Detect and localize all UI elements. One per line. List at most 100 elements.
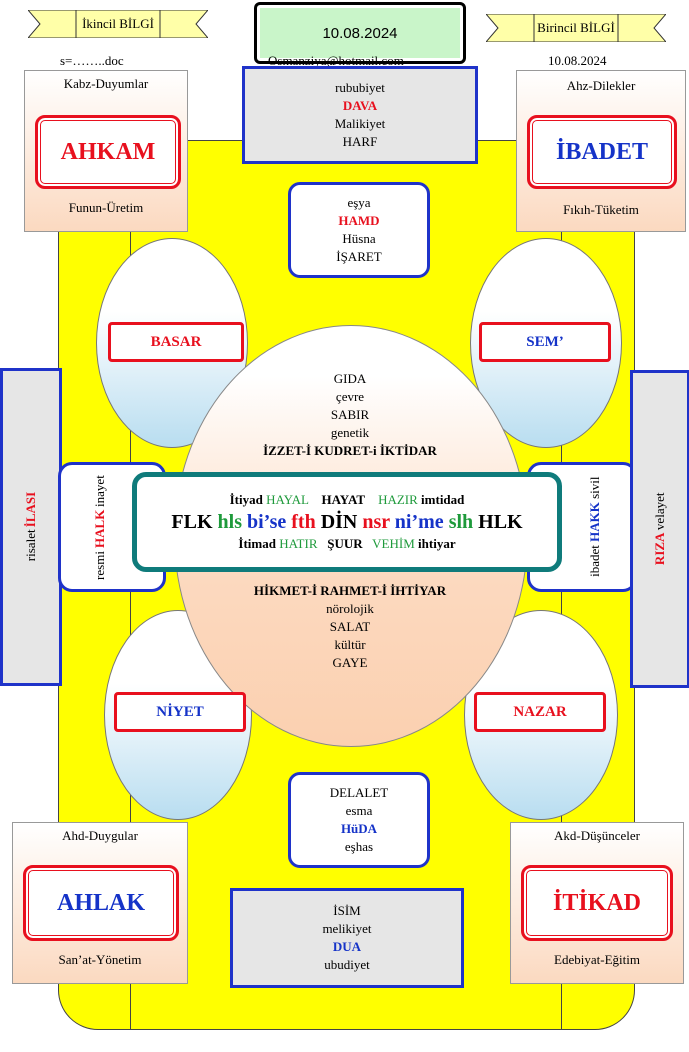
corner-bottom-left-top: Ahd-Duygular xyxy=(62,828,138,843)
center-row-3: İtimad HATIR ŞUUR VEHİM ihtiyar xyxy=(238,535,455,553)
top-rounded-l1: eşya xyxy=(347,195,371,210)
corner-top-right-top: Ahz-Dilekler xyxy=(566,78,636,93)
big-oval-top-2: çevre xyxy=(335,389,365,404)
center-r2-g: ni’me xyxy=(394,511,444,533)
bottom-rounded-l1: DELALET xyxy=(329,785,389,800)
left-inner-text: resmi HALK inayet xyxy=(91,475,109,580)
center-r2-f: nsr xyxy=(362,511,390,533)
top-gray-l1: rububiyet xyxy=(335,80,385,95)
center-r2-c: bi’se xyxy=(246,511,287,533)
corner-bottom-right: Akd-Düşünceler İTİKAD Edebiyat-Eğitim xyxy=(510,822,684,984)
bottom-gray-l3: DUA xyxy=(332,939,362,954)
corner-top-left-bottom: Funun-Üretim xyxy=(68,200,144,215)
big-oval-bottom-2: SALAT xyxy=(329,619,371,634)
right-inner-1: ibadet xyxy=(587,545,602,577)
center-r3-c: ŞUUR xyxy=(327,536,363,551)
email: Osmanziya@hotmail.com xyxy=(268,53,404,68)
center-r2-b: hls xyxy=(217,511,242,533)
center-row-2: FLK hls bi’se fth DİN nsr ni’me slh HLK xyxy=(171,509,522,535)
corner-top-left-top: Kabz-Duyumlar xyxy=(63,76,149,91)
big-oval-bottom-4: GAYE xyxy=(332,655,368,670)
top-gray-l4: HARF xyxy=(342,134,378,149)
center-r1-c: HAYAT xyxy=(321,492,366,507)
corner-bottom-right-top: Akd-Düşünceler xyxy=(554,828,640,843)
badge-ahkam-text: AHKAM xyxy=(60,138,156,165)
corner-bottom-left: Ahd-Duygular AHLAK San’at-Yönetim xyxy=(12,822,188,984)
right-outer-text: RIZA velayet xyxy=(651,493,669,565)
top-rounded-l3: Hüsna xyxy=(342,231,376,246)
left-inner-1: resmi xyxy=(92,550,107,580)
top-gray-box: rububiyet DAVA Malikiyet HARF xyxy=(242,66,478,164)
right-inner-3: sivil xyxy=(587,477,602,500)
top-rounded-box: eşya HAMD Hüsna İŞARET xyxy=(288,182,430,278)
date-box: 10.08.2024 xyxy=(254,2,466,64)
badge-ahlak-text: AHLAK xyxy=(56,889,145,916)
big-oval-bottom-1: nörolojik xyxy=(326,601,374,616)
center-r1-a: İtiyad xyxy=(229,492,263,507)
big-oval-top-3: SABIR xyxy=(330,407,370,422)
center-r3-d: VEHİM xyxy=(372,536,415,551)
corner-bottom-right-bottom: Edebiyat-Eğitim xyxy=(554,952,640,967)
center-r2-d: fth xyxy=(291,511,316,533)
right-outer-box: RIZA velayet xyxy=(630,370,689,688)
badge-ahlak: AHLAK xyxy=(23,865,179,941)
bottom-gray-l1: İSİM xyxy=(333,903,361,918)
top-rounded-l4: İŞARET xyxy=(336,249,382,264)
bottom-rounded-l2: esma xyxy=(345,803,373,818)
right-ribbon-shape xyxy=(486,14,666,42)
left-inner-2: HALK xyxy=(92,509,107,548)
center-r2-i: HLK xyxy=(478,511,523,533)
left-outer-box: risalet İLASI xyxy=(0,368,62,686)
badge-ibadet: İBADET xyxy=(527,115,677,189)
bottom-rounded-l4: eşhas xyxy=(344,839,374,854)
right-ribbon-text: Birincil BİLGİ xyxy=(537,20,615,35)
big-oval-bottom-title: HİKMET-İ RAHMET-İ İHTİYAR xyxy=(253,583,447,598)
center-box: İtiyad HAYAL HAYAT HAZIR imtidad FLK hls… xyxy=(132,472,562,572)
big-oval-top-text: GIDA çevre SABIR genetik İZZET-İ KUDRET-… xyxy=(200,370,500,460)
top-rounded-l2: HAMD xyxy=(338,213,380,228)
corner-top-left: Kabz-Duyumlar AHKAM Funun-Üretim xyxy=(24,70,188,232)
top-gray-l2: DAVA xyxy=(342,98,378,113)
left-ribbon-shape xyxy=(28,10,208,38)
big-oval-bottom-3: kültür xyxy=(334,637,366,652)
label-sem: SEM’ xyxy=(479,322,611,362)
corner-bottom-left-bottom: San’at-Yönetim xyxy=(58,952,142,967)
label-nazar: NAZAR xyxy=(474,692,606,732)
badge-itikad-text: İTİKAD xyxy=(552,889,642,916)
badge-ibadet-text: İBADET xyxy=(555,138,649,165)
center-r3-a: İtimad xyxy=(238,536,276,551)
center-r2-a: FLK xyxy=(171,511,213,533)
top-gray-l3: Malikiyet xyxy=(334,116,386,131)
corner-top-right: Ahz-Dilekler İBADET Fıkıh-Tüketim xyxy=(516,70,686,232)
big-oval-top-1: GIDA xyxy=(333,371,367,386)
right-outer-1: RIZA xyxy=(652,532,667,566)
center-r2-h: slh xyxy=(448,511,474,533)
right-ribbon: Birincil BİLGİ xyxy=(486,14,666,42)
center-r3-b: HATIR xyxy=(279,536,318,551)
left-inner-3: inayet xyxy=(92,474,107,507)
left-outer-text: risalet İLASI xyxy=(22,492,40,561)
center-r1-e: imtidad xyxy=(421,492,465,507)
center-r2-e: DİN xyxy=(320,511,358,533)
corner-top-right-bottom: Fıkıh-Tüketim xyxy=(563,202,639,217)
big-oval-top-4: genetik xyxy=(330,425,370,440)
left-ribbon-text: İkincil BİLGİ xyxy=(82,16,154,31)
bottom-gray-l4: ubudiyet xyxy=(324,957,370,972)
badge-ahkam: AHKAM xyxy=(35,115,181,189)
big-oval-bottom-text: HİKMET-İ RAHMET-İ İHTİYAR nörolojik SALA… xyxy=(200,582,500,672)
right-date: 10.08.2024 xyxy=(548,53,607,68)
bottom-gray-box: İSİM melikiyet DUA ubudiyet xyxy=(230,888,464,988)
date-box-text: 10.08.2024 xyxy=(322,24,398,42)
left-note: s=……..doc xyxy=(60,53,124,68)
badge-itikad: İTİKAD xyxy=(521,865,673,941)
right-inner-2: HAKK xyxy=(587,502,602,543)
right-outer-2: velayet xyxy=(652,492,667,531)
left-ribbon: İkincil BİLGİ xyxy=(28,10,208,38)
center-r1-d: HAZIR xyxy=(378,492,418,507)
left-outer-2: İLASI xyxy=(23,492,38,528)
big-oval-top-title: İZZET-İ KUDRET-i İKTİDAR xyxy=(263,443,437,458)
label-basar: BASAR xyxy=(108,322,244,362)
center-r1-b: HAYAL xyxy=(266,492,309,507)
bottom-rounded-l3: HüDA xyxy=(340,821,378,836)
right-inner-text: ibadet HAKK sivil xyxy=(586,477,604,577)
